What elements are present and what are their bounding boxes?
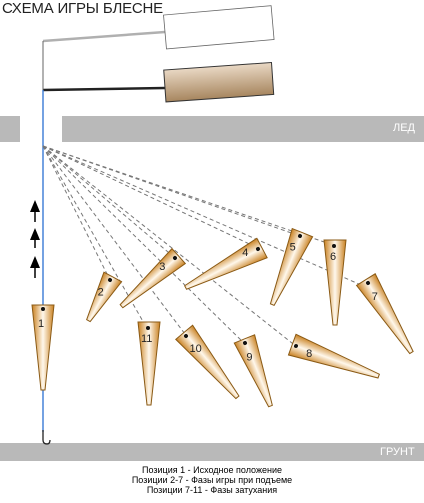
lure-7-number: 7 [372,291,378,303]
lure-9-number: 9 [246,352,252,364]
lure-4: 4 [184,237,268,290]
lure-10: 10 [175,324,240,400]
ground-bar [0,443,424,461]
lower-rod [42,61,275,103]
lure-8-number: 8 [306,348,312,360]
lure-1: 1 [31,304,55,391]
up-arrows-icon [30,200,40,278]
diagram-title: СХЕМА ИГРЫ БЛЕСНЕ [2,0,163,17]
caption-line-1: Позиция 1 - Исходное положение [142,465,282,475]
lure-1-number: 1 [38,318,44,330]
lure-4-number: 4 [242,247,248,259]
lure-11: 11 [137,321,161,406]
hook-icon [42,430,51,445]
lure-5: 5 [269,227,314,306]
lure-6-number: 6 [330,251,336,263]
lure-10-number: 10 [189,343,201,355]
caption-line-2: Позиции 2-7 - Фазы игры при подъеме [131,475,293,485]
lure-6: 6 [323,239,347,326]
lure-11-number: 11 [141,333,152,345]
upper-rod [42,5,275,50]
ground-label: ГРУНТ [380,446,415,458]
lure-3-number: 3 [159,261,165,273]
ice-bar-left [0,116,20,142]
caption-line-3: Позиции 7-11 - Фазы затухания [146,485,278,495]
lure-9: 9 [233,334,273,408]
ice-label: ЛЕД [393,122,416,134]
lure-3: 3 [119,247,187,309]
trajectory-lines [42,145,369,348]
lure-2-number: 2 [98,286,104,298]
lure-7: 7 [355,273,414,355]
ice-bar [62,116,424,142]
lure-5-number: 5 [290,241,296,253]
lure-2: 2 [86,271,123,323]
lure-8: 8 [287,333,381,379]
